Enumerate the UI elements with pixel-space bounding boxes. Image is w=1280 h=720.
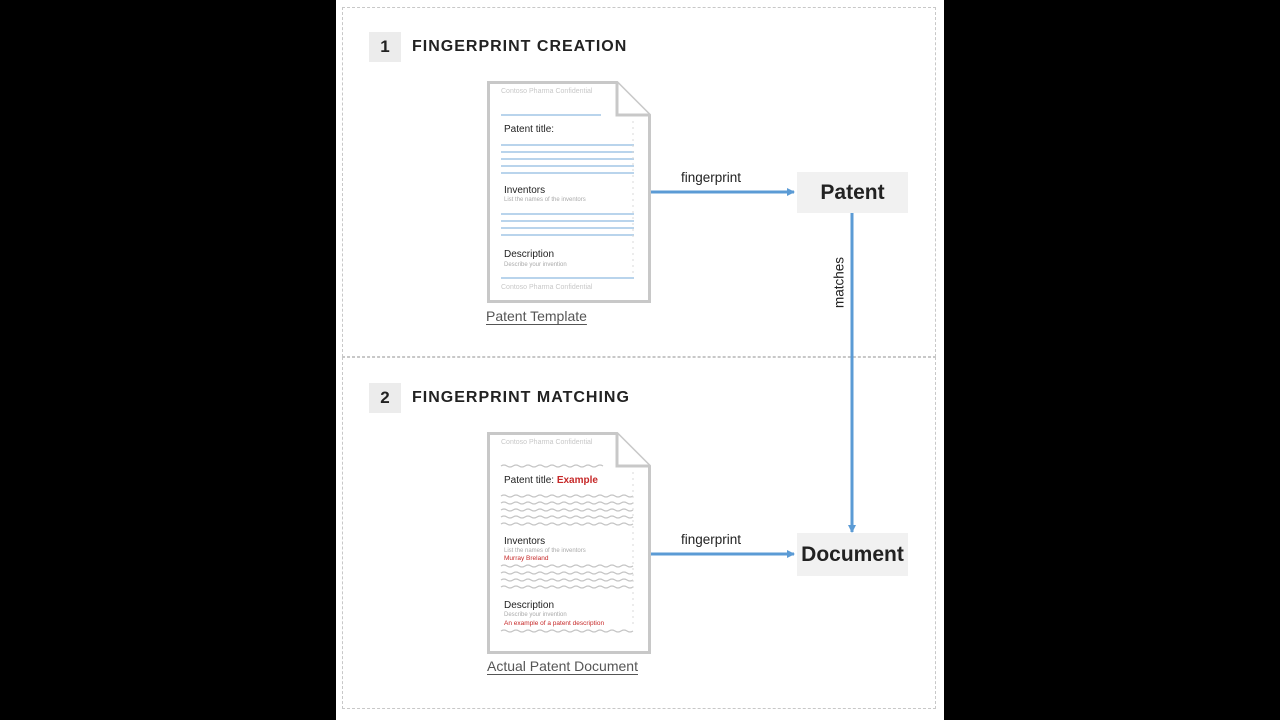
matches-label: matches (831, 256, 847, 309)
step-2-number: 2 (369, 383, 401, 413)
section-fingerprint-matching (342, 357, 936, 709)
actual-patent-title-value: Example (556, 475, 598, 486)
template-description-label: Description (504, 249, 555, 260)
document-page-icon (487, 81, 651, 303)
fingerprint-label-bottom: fingerprint (681, 532, 742, 547)
template-header-text: Contoso Pharma Confidential (501, 88, 593, 95)
actual-description-value: An example of a patent description (504, 620, 605, 627)
patent-template-caption: Patent Template (486, 308, 587, 324)
patent-template-document: Contoso Pharma Confidential Patent title… (487, 81, 651, 303)
document-node: Document (797, 533, 908, 576)
template-inventors-label: Inventors (504, 185, 546, 196)
actual-header-text: Contoso Pharma Confidential (501, 439, 593, 446)
step-1-title: FINGERPRINT CREATION (412, 38, 628, 55)
section-fingerprint-creation (342, 7, 936, 357)
template-inventors-hint: List the names of the inventors (504, 197, 586, 203)
actual-inventors-hint: List the names of the inventors (504, 548, 586, 554)
actual-inventors-label: Inventors (504, 536, 546, 547)
template-footer-text: Contoso Pharma Confidential (501, 284, 593, 291)
actual-description-label: Description (504, 600, 555, 611)
actual-inventors-value: Murray Breland (504, 555, 549, 562)
step-2-title: FINGERPRINT MATCHING (412, 389, 630, 406)
patent-node: Patent (797, 172, 908, 213)
actual-patent-document: Contoso Pharma Confidential Patent title… (487, 432, 651, 654)
actual-patent-title-row: Patent title: Example (504, 475, 598, 486)
template-patent-title-label: Patent title: (504, 124, 555, 135)
fingerprint-label-top: fingerprint (681, 170, 742, 185)
actual-document-caption: Actual Patent Document (487, 658, 638, 674)
actual-description-hint: Describe your invention (504, 612, 567, 618)
actual-patent-title-label: Patent title: (504, 475, 555, 486)
document-page-icon (487, 432, 651, 654)
step-1-number: 1 (369, 32, 401, 62)
template-description-hint: Describe your invention (504, 262, 567, 268)
